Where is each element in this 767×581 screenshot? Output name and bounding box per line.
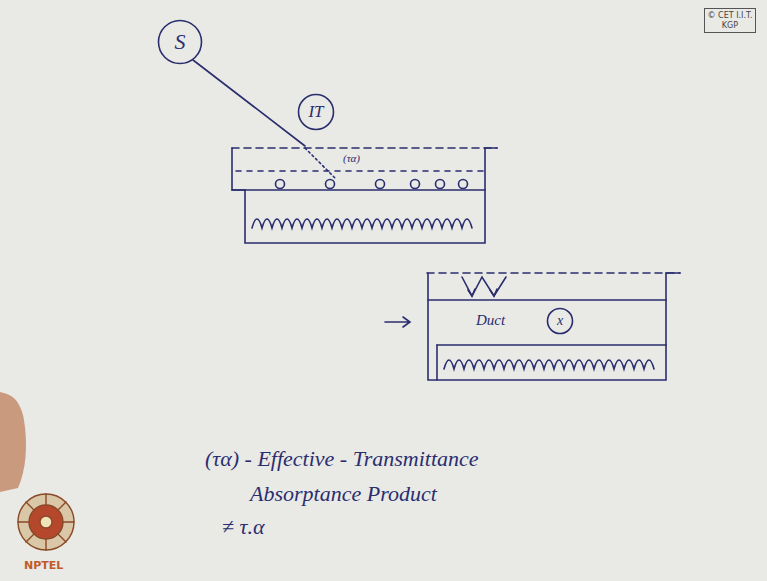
node-text: © CET I.I.T. KGP — [707, 11, 753, 30]
casing-lip — [666, 272, 680, 274]
refracted-ray — [305, 148, 335, 178]
insulation — [444, 360, 654, 369]
ray-heads — [468, 289, 497, 296]
collector-casing — [428, 273, 666, 380]
tube — [459, 180, 468, 189]
glass-cover — [236, 170, 484, 172]
tube — [376, 180, 385, 189]
emblem-disc — [18, 494, 74, 550]
duct-floor — [436, 345, 438, 380]
hand — [0, 392, 26, 492]
flow-direction-circle: x — [546, 307, 574, 335]
duct-floor — [437, 344, 666, 346]
glass-cover — [427, 272, 680, 274]
glass-cover — [232, 147, 497, 149]
collector-casing — [232, 148, 485, 243]
logo-text: NPTEL — [24, 559, 63, 572]
duct-label: Duct — [476, 312, 505, 329]
definition-text: (τα) - Effective - Transmittance — [205, 446, 479, 472]
absorber-plate — [428, 299, 666, 301]
tube — [276, 180, 285, 189]
casing-lip — [485, 147, 497, 149]
insulation — [252, 219, 472, 228]
sun-circle: S — [157, 19, 203, 65]
node-text: S — [175, 29, 186, 55]
circle-outline — [548, 309, 573, 334]
node-text: IT — [308, 102, 323, 122]
emblem-spokes — [18, 494, 74, 550]
emblem-centre — [40, 516, 52, 528]
tube — [436, 180, 445, 189]
tubes — [276, 180, 468, 189]
pointer-arrow — [385, 317, 410, 327]
tube — [326, 180, 335, 189]
irradiance-circle: IT — [297, 93, 335, 131]
inequality-text: ≠ τ.α — [222, 514, 265, 540]
copyright-box: © CET I.I.T. KGP — [704, 8, 756, 33]
node-text: x — [557, 313, 563, 329]
sun-ray — [193, 60, 305, 146]
definition-text: Absorptance Product — [250, 481, 437, 507]
symbol-label: (τα) — [343, 152, 360, 164]
reflected-rays — [462, 277, 506, 296]
circle-outline — [299, 95, 334, 130]
absorber-plate — [232, 189, 485, 191]
nptel-emblem — [18, 494, 74, 550]
tube — [411, 180, 420, 189]
circle-outline — [159, 21, 202, 64]
